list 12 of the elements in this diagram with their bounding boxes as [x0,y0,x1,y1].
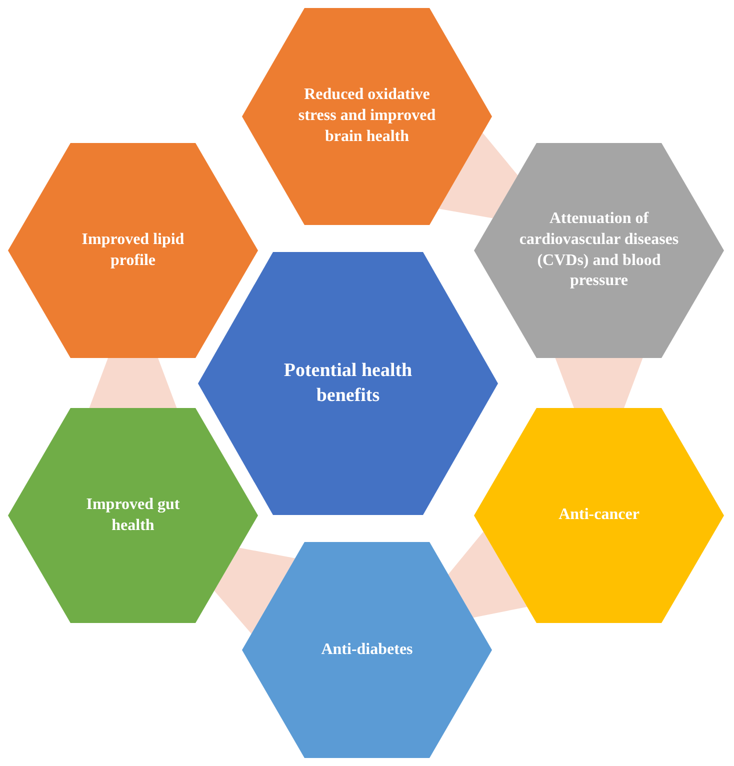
connector-band [89,358,177,408]
benefit-text: Potential health benefits [282,358,414,408]
connector-band [448,532,528,618]
benefit-text: Anti-diabetes [321,640,413,660]
benefit-text: Improved gut health [85,494,181,536]
connector-band [438,132,518,218]
connector-band [555,358,643,408]
benefit-text: Attenuation of cardiovascular diseases (CVDs) and blood pressure [518,208,680,292]
connector-band [214,548,296,634]
benefit-text: Anti-cancer [558,505,640,526]
benefit-text: Improved lipid profile [80,230,186,270]
benefit-text: Reduced oxidative stress and improved brain health [297,85,437,147]
